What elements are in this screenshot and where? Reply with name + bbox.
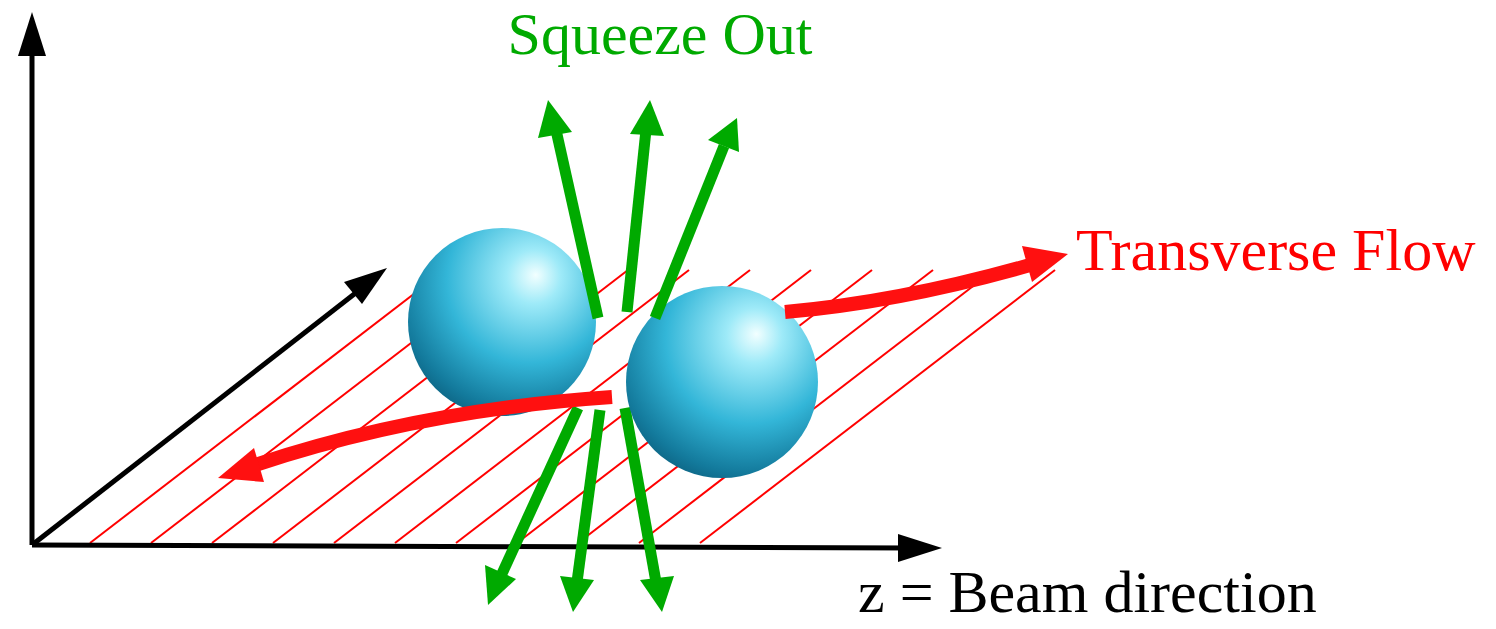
squeeze-out-arrows-up [538, 100, 739, 318]
nucleus [408, 228, 596, 416]
axes [18, 12, 942, 562]
arrowhead [1022, 246, 1068, 282]
transverse-flow-label: Transverse Flow [1076, 220, 1475, 280]
transverse-flow-arrows [255, 265, 1030, 465]
axis-label: z = Beam direction [858, 562, 1317, 622]
squeeze-out-label: Squeeze Out [508, 4, 813, 64]
arrowhead [218, 448, 264, 482]
